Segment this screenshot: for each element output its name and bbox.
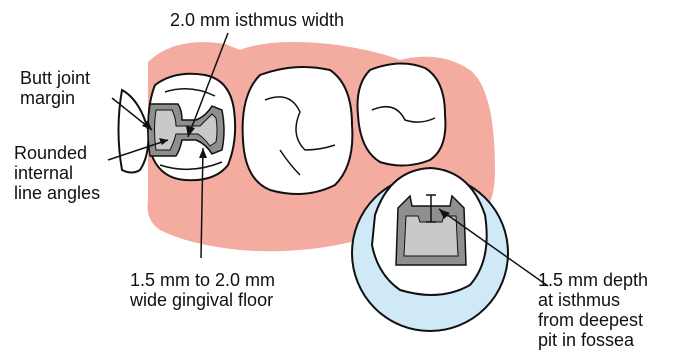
label-butt-joint-margin: Butt joint margin [20, 68, 90, 108]
label-gingival-floor: 1.5 mm to 2.0 mm wide gingival floor [130, 270, 275, 310]
adjacent-tooth-partial [119, 90, 149, 173]
molar-tooth [243, 67, 353, 194]
label-depth: 1.5 mm depth at isthmus from deepest pit… [538, 270, 648, 350]
label-isthmus-width: 2.0 mm isthmus width [170, 10, 344, 30]
label-rounded-line-angles: Rounded internal line angles [14, 143, 100, 203]
